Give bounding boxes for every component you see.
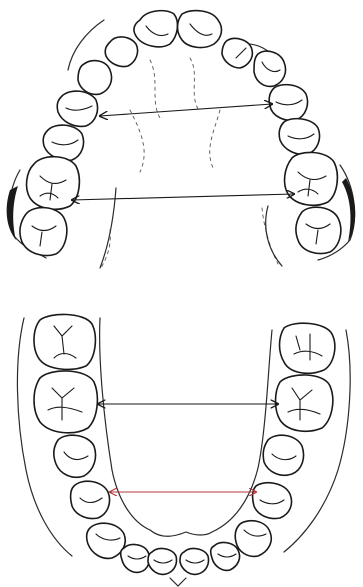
upper-first-premolar-left xyxy=(57,91,97,126)
lower-first-premolar-right xyxy=(253,483,292,519)
upper-lateral-incisor-right xyxy=(222,38,252,68)
lower-central-incisor-left xyxy=(148,549,177,575)
upper-second-premolar-right xyxy=(279,119,319,155)
upper-first-premolar-right xyxy=(269,85,307,121)
lower-first-premolar-left xyxy=(71,481,110,518)
lower-arch xyxy=(17,314,350,586)
upper-shadow-right xyxy=(342,178,355,242)
upper-central-incisor-left xyxy=(134,11,178,47)
upper-palate-line-left xyxy=(100,188,116,268)
lower-second-premolar-left xyxy=(54,435,96,477)
upper-molar-width-line xyxy=(72,194,294,200)
lower-midline-mark xyxy=(170,578,186,586)
palate-rugae xyxy=(100,58,278,270)
upper-central-incisor-right xyxy=(178,11,222,48)
lower-central-incisor-right xyxy=(180,549,209,575)
lower-first-molar-left xyxy=(34,371,97,433)
lower-canine-left xyxy=(87,523,126,558)
upper-lateral-incisor-left xyxy=(105,37,137,67)
upper-canine-left xyxy=(78,61,112,95)
upper-palate-line-right xyxy=(266,206,282,266)
lower-second-molar-left xyxy=(34,314,95,369)
lower-canine-right xyxy=(235,521,271,557)
lower-frenum xyxy=(150,530,212,536)
upper-arch xyxy=(7,11,356,270)
upper-second-molar-left xyxy=(20,208,67,256)
lower-second-premolar-right xyxy=(263,435,303,475)
upper-canine-right xyxy=(254,51,286,86)
upper-second-premolar-left xyxy=(43,125,83,160)
upper-shadow-left xyxy=(7,186,18,240)
lower-first-molar-right xyxy=(276,375,333,431)
upper-premolar-width-line xyxy=(100,104,272,116)
lower-second-molar-right xyxy=(280,323,335,373)
